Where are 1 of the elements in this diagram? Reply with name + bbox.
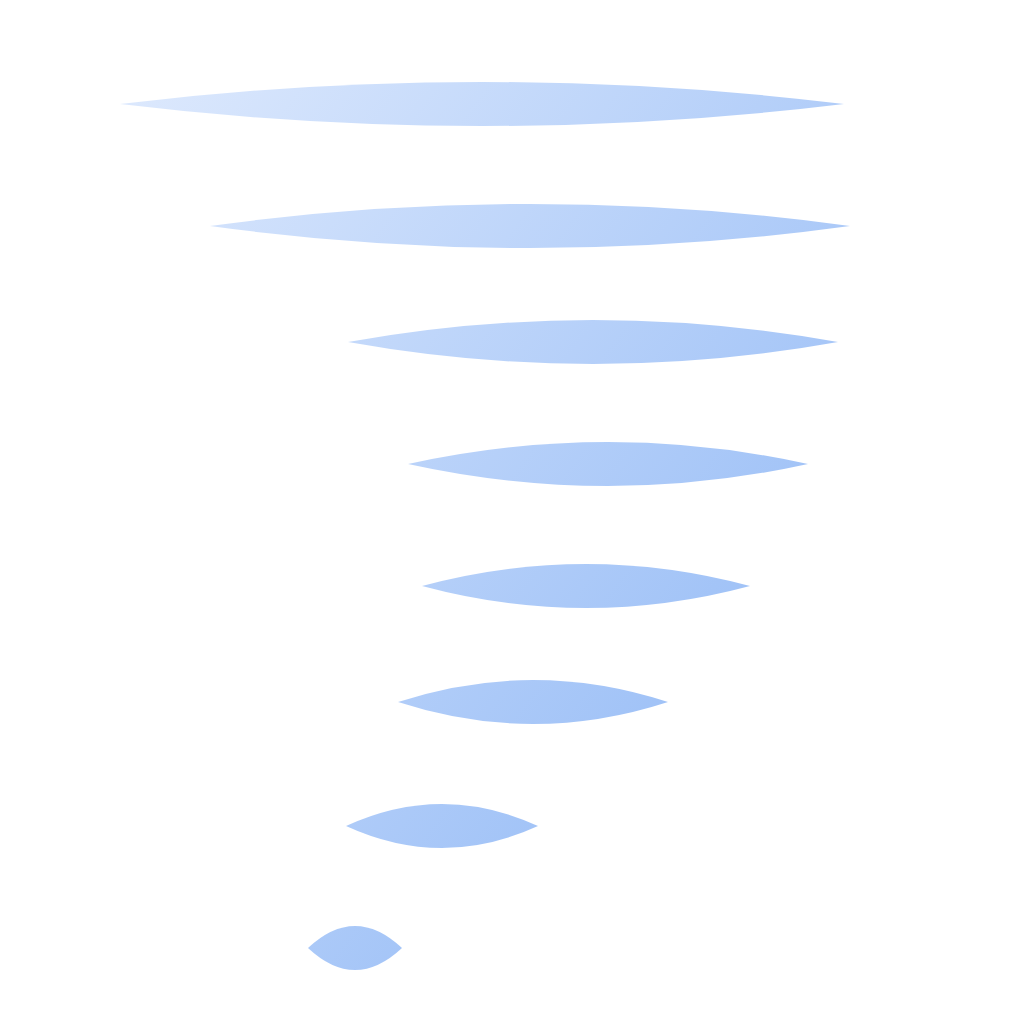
tornado-illustration [120, 82, 850, 970]
